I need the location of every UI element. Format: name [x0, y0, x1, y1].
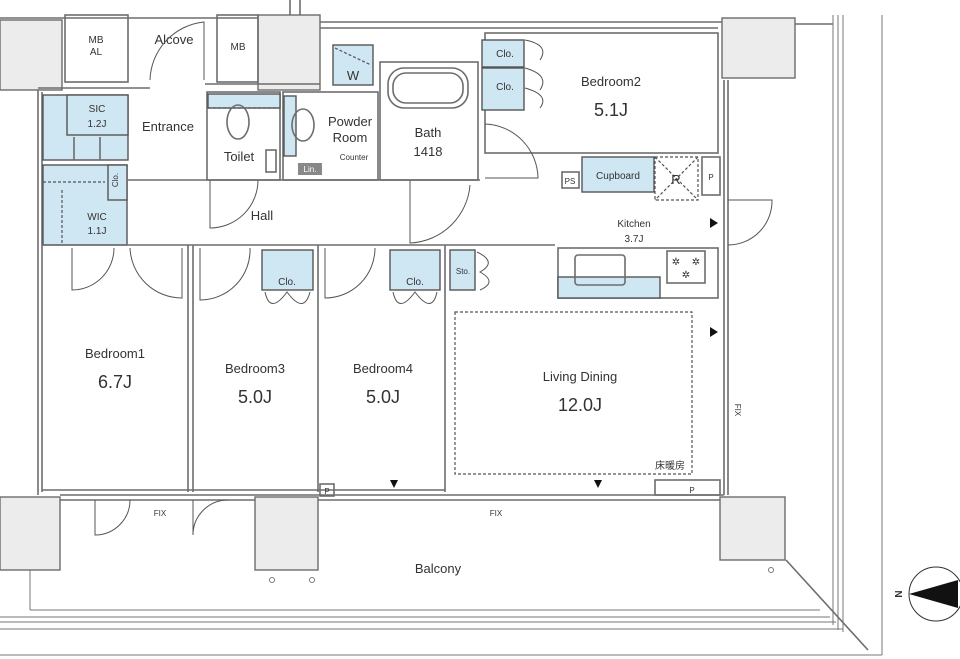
ps-label: PS: [565, 177, 576, 186]
powder-room-label: Powder: [328, 114, 373, 129]
pillar: [257, 14, 321, 91]
pillar: [254, 496, 319, 571]
bedroom3-closet: [261, 249, 314, 291]
washbasin: [291, 108, 315, 142]
washer-space: [332, 44, 374, 86]
clo-label: Clo.: [496, 49, 514, 60]
bath-size: 1418: [414, 144, 443, 159]
outer-walls: [0, 0, 883, 656]
bedroom3-size: 5.0J: [238, 387, 272, 407]
pipe-label: P: [689, 486, 694, 495]
bedroom2-size: 5.1J: [594, 100, 628, 120]
bedroom1-size: 6.7J: [98, 372, 132, 392]
bedroom4-closet: [389, 249, 441, 291]
bedroom4-label: Bedroom4: [353, 361, 413, 376]
storage: [449, 249, 476, 291]
refrigerator-space: [654, 156, 699, 201]
pipe-label: P: [324, 487, 329, 496]
bedroom2-closet: [481, 39, 525, 68]
hall-label: Hall: [251, 208, 274, 223]
stove-burner-icon: ✲: [682, 270, 690, 281]
refrigerator-label: R: [671, 172, 680, 187]
clo-label: Clo.: [496, 82, 514, 93]
sic-size: 1.2J: [88, 119, 107, 130]
mb-label: MB: [231, 42, 246, 53]
sic-label: SIC: [89, 104, 106, 115]
clo-label: Clo.: [278, 277, 296, 288]
kitchen-size: 3.7J: [625, 234, 644, 245]
pillar: [0, 496, 61, 571]
bedroom2-label: Bedroom2: [581, 74, 641, 89]
counter-label: Counter: [340, 153, 369, 162]
balcony-label: Balcony: [415, 561, 462, 576]
powder-room-label: Room: [333, 130, 368, 145]
pipe-label: P: [708, 173, 713, 182]
bedroom1-label: Bedroom1: [85, 346, 145, 361]
pillar: [719, 496, 786, 561]
floor-heating-label: 床暖房: [655, 459, 685, 472]
cupboard: [581, 156, 655, 193]
storage-label: Sto.: [456, 267, 470, 276]
floor-heating-area: [454, 311, 693, 475]
north-compass: N: [894, 566, 960, 622]
window-marker: [710, 218, 718, 337]
fix-label: FIX: [154, 509, 167, 518]
linen-shelf: [298, 163, 322, 175]
north-arrow-icon: [909, 580, 958, 608]
bedroom4-size: 5.0J: [366, 387, 400, 407]
bedroom3-label: Bedroom3: [225, 361, 285, 376]
stove-burner-icon: ✲: [692, 257, 700, 268]
mb-al-label: MB: [89, 35, 104, 46]
window-marker: [390, 480, 602, 488]
living-dining-label: Living Dining: [543, 369, 617, 384]
pillar: [721, 17, 796, 79]
wic-clo-label: Clo.: [111, 173, 120, 187]
sink: [574, 254, 626, 286]
entrance-door: [149, 21, 205, 81]
stove-burner-icon: ✲: [672, 257, 680, 268]
washer-label: W: [347, 68, 360, 83]
pillar: [0, 19, 63, 91]
alcove-label: Alcove: [154, 32, 193, 47]
bath-label: Bath: [415, 125, 442, 140]
toilet-label: Toilet: [224, 149, 255, 164]
fix-label: FIX: [733, 404, 742, 417]
wic-label: WIC: [87, 212, 106, 223]
bedroom2-closet: [481, 67, 525, 111]
bathtub: [387, 67, 469, 109]
wic-size: 1.1J: [88, 226, 107, 237]
north-label: N: [894, 590, 905, 597]
fix-label: FIX: [490, 509, 503, 518]
clo-label: Clo.: [406, 277, 424, 288]
cupboard-label: Cupboard: [596, 171, 640, 182]
mb-al-label: AL: [90, 47, 103, 58]
living-dining-size: 12.0J: [558, 395, 602, 415]
stove: [666, 250, 706, 284]
kitchen-label: Kitchen: [617, 219, 650, 230]
toilet-fixture: [226, 104, 250, 140]
entrance-label: Entrance: [142, 119, 194, 134]
linen-label: Lin.: [304, 165, 317, 174]
